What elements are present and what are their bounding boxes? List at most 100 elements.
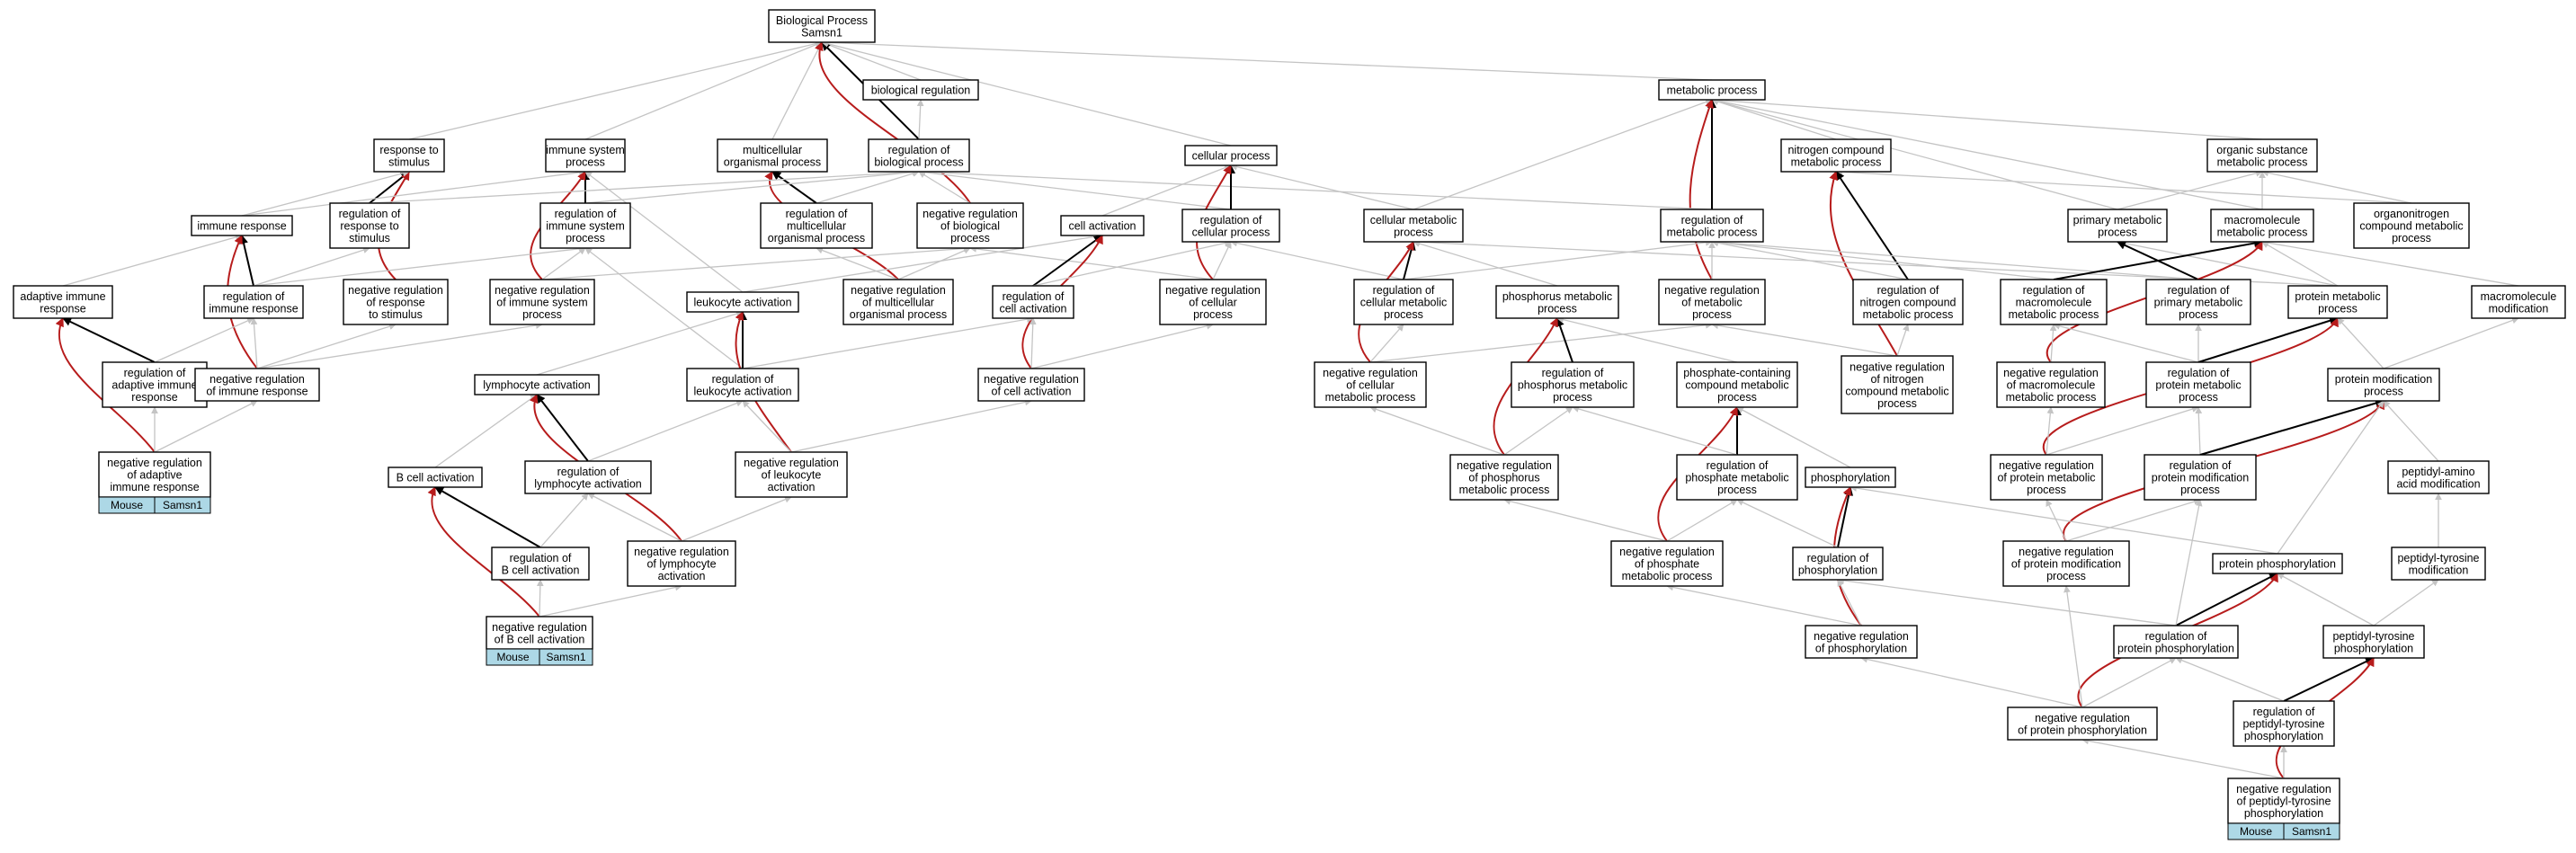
edge-adaptive-to-immresp bbox=[62, 234, 243, 287]
node-label: process bbox=[1193, 308, 1233, 321]
edge-regcellmet-to-regcell bbox=[1230, 239, 1404, 280]
node-label: process bbox=[2098, 226, 2137, 238]
node-box bbox=[2144, 454, 2257, 501]
node-label: leukocyte activation bbox=[693, 297, 791, 309]
node-cellact[interactable]: cell activation bbox=[1060, 215, 1145, 236]
node-box bbox=[1990, 454, 2103, 501]
node-lymph[interactable]: lymphocyte activation bbox=[474, 374, 600, 395]
node-leukact[interactable]: leukocyte activation bbox=[686, 291, 799, 313]
node-bcell[interactable]: B cell activation bbox=[388, 466, 483, 488]
edge-regbio-to-bioreg bbox=[916, 99, 924, 140]
node-protphos[interactable]: protein phosphorylation bbox=[2212, 553, 2343, 574]
node-phosphorylation[interactable]: phosphorylation bbox=[1805, 466, 1896, 488]
node-label: negative regulation bbox=[634, 546, 729, 558]
edge-negregprotphos-to-negregprotmod bbox=[2063, 585, 2083, 708]
node-label: B cell activation bbox=[502, 564, 580, 576]
node-cellproc[interactable]: cellular process bbox=[1184, 145, 1278, 166]
node-regpeptyr[interactable]: regulation ofpeptidyl-tyrosinephosphoryl… bbox=[2233, 700, 2335, 747]
node-immresp[interactable]: immune response bbox=[191, 215, 293, 236]
node-box bbox=[2145, 361, 2251, 408]
node-box bbox=[1363, 209, 1464, 243]
node-label: regulation of bbox=[2023, 284, 2085, 297]
node-box bbox=[13, 285, 113, 319]
node-box bbox=[2113, 625, 2239, 659]
node-label: negative regulation bbox=[984, 373, 1079, 386]
node-label: leukocyte activation bbox=[693, 385, 791, 397]
edge-negregbcell-to-regbcell bbox=[536, 579, 544, 618]
node-label: immune response bbox=[209, 302, 298, 315]
edge-regbcell-to-bcell bbox=[434, 486, 541, 548]
node-label: metabolic process bbox=[2217, 226, 2308, 238]
node-label: metabolic process bbox=[1459, 484, 1550, 496]
node-regbcell[interactable]: regulation ofB cell activation bbox=[491, 546, 590, 581]
node-metab[interactable]: metabolic process bbox=[1658, 79, 1766, 101]
node-label: cell activation bbox=[999, 302, 1066, 315]
node-bioreg[interactable]: biological regulation bbox=[862, 79, 979, 101]
